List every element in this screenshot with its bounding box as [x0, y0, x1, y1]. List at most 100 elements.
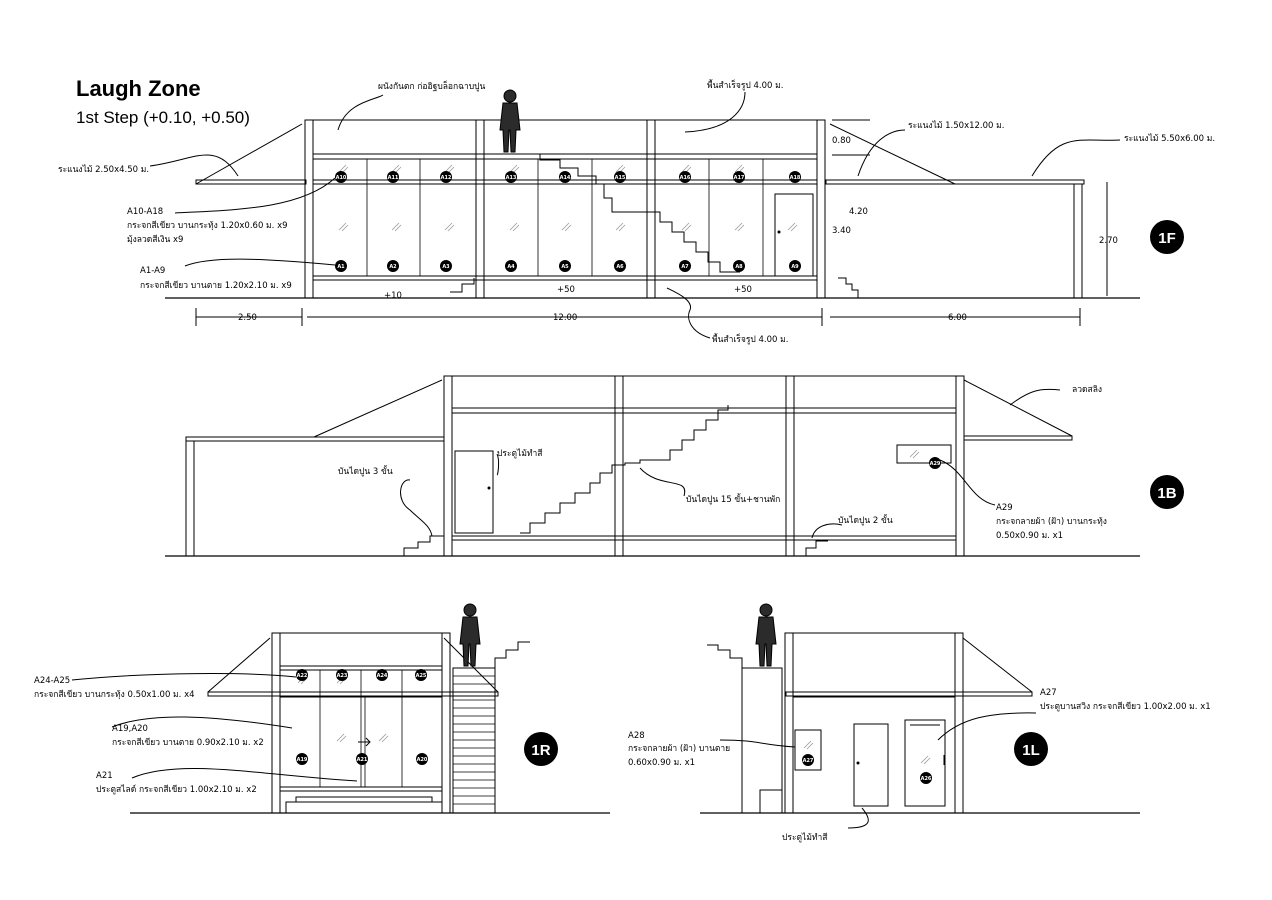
window-tag: A17 — [733, 171, 745, 183]
svg-text:A10: A10 — [336, 175, 347, 181]
window-tag: A2 — [387, 260, 399, 272]
svg-text:A11: A11 — [388, 175, 399, 181]
window-tag: A19 — [296, 753, 308, 765]
svg-text:A19: A19 — [297, 757, 308, 763]
svg-text:A7: A7 — [681, 264, 689, 270]
level-3: +50 — [734, 285, 752, 295]
svg-text:A29: A29 — [930, 461, 941, 467]
svg-text:A9: A9 — [791, 264, 799, 270]
note-floor-bottom: พื้นสำเร็จรูป 4.00 ม. — [712, 333, 788, 345]
svg-text:A21: A21 — [357, 757, 368, 763]
dim-h-420: 4.20 — [849, 207, 868, 217]
svg-text:A25: A25 — [416, 673, 427, 679]
note-a27-code: A27 — [1040, 688, 1057, 698]
svg-text:A23: A23 — [337, 673, 348, 679]
note-stair15: บันไดปูน 15 ขั้น+ชานพัก — [686, 493, 780, 505]
note-sling: ลวดสลิง — [1072, 385, 1102, 395]
svg-text:A6: A6 — [616, 264, 624, 270]
note-a21-line1: ประตูสไลด์ กระจกสีเขียว 1.00x2.10 ม. x2 — [96, 784, 257, 795]
window-tag: A24 — [376, 669, 388, 681]
svg-text:A4: A4 — [507, 264, 515, 270]
elevation-1L — [700, 603, 1140, 829]
window-tag: A18 — [789, 171, 801, 183]
window-tag: A4 — [505, 260, 517, 272]
window-tag: A12 — [440, 171, 452, 183]
window-tag: A14 — [559, 171, 571, 183]
window-tag: A10 — [335, 171, 347, 183]
window-tag: A11 — [387, 171, 399, 183]
note-deck-left: ระแนงไม้ 2.50x4.50 ม. — [58, 164, 149, 175]
elevation-1R-labels: A24-A25 กระจกสีเขียว บานกระทุ้ง 0.50x1.0… — [34, 669, 558, 795]
window-tag: A26 — [920, 772, 932, 784]
view-badge-1L: 1L — [1014, 732, 1048, 766]
note-a19-line1: กระจกสีเขียว บานตาย 0.90x2.10 ม. x2 — [112, 737, 264, 748]
note-a10-line2: มุ้งลวดสีเงิน x9 — [127, 234, 183, 245]
view-badge-1B: 1B — [1150, 475, 1184, 509]
svg-text:A1: A1 — [337, 264, 345, 270]
note-a28-line1: กระจกลายผ้า (ฝ้า) บานตาย — [628, 743, 730, 754]
svg-text:A27: A27 — [803, 758, 814, 764]
note-a21-code: A21 — [96, 771, 113, 781]
window-tag: A7 — [679, 260, 691, 272]
svg-text:A26: A26 — [921, 776, 932, 782]
sheet-subtitle: 1st Step (+0.10, +0.50) — [76, 108, 250, 127]
window-tag: A23 — [336, 669, 348, 681]
svg-text:A2: A2 — [389, 264, 397, 270]
note-step3: บันไดปูน 3 ขั้น — [338, 465, 393, 477]
note-wall: ผนังกันตก ก่ออิฐบล็อกฉาบปูน — [378, 80, 486, 92]
svg-text:A3: A3 — [442, 264, 450, 270]
note-a29-line2: 0.50x0.90 ม. x1 — [996, 531, 1063, 541]
elevation-1L-labels: A28 กระจกลายผ้า (ฝ้า) บานตาย 0.60x0.90 ม… — [628, 688, 1211, 843]
svg-text:A22: A22 — [297, 673, 308, 679]
note-step2: บันไดปูน 2 ขั้น — [838, 514, 893, 526]
note-a29-code: A29 — [996, 503, 1013, 513]
note-deck-mid: ระแนงไม้ 1.50x12.00 ม. — [908, 120, 1004, 131]
note-door-1l: ประตูไม้ทำสี — [782, 832, 828, 843]
window-tag: A5 — [559, 260, 571, 272]
note-a24-line1: กระจกสีเขียว บานกระทุ้ง 0.50x1.00 ม. x4 — [34, 689, 195, 700]
svg-text:A18: A18 — [790, 175, 801, 181]
window-tag: A8 — [733, 260, 745, 272]
window-tag: A29 — [929, 457, 941, 469]
level-1: +10 — [384, 291, 402, 301]
note-a10-code: A10-A18 — [127, 207, 163, 217]
svg-text:A24: A24 — [377, 673, 388, 679]
window-tag: A27 — [802, 754, 814, 766]
svg-text:A20: A20 — [417, 757, 428, 763]
sheet-title: Laugh Zone — [76, 76, 201, 101]
note-a27-line1: ประตูบานสวิง กระจกสีเขียว 1.00x2.00 ม. x… — [1040, 701, 1211, 712]
note-a1-line1: กระจกสีเขียว บานตาย 1.20x2.10 ม. x9 — [140, 280, 292, 291]
window-tag: A16 — [679, 171, 691, 183]
level-2: +50 — [557, 285, 575, 295]
note-a19-code: A19,A20 — [112, 724, 148, 734]
window-tag: A25 — [415, 669, 427, 681]
window-tag: A15 — [614, 171, 626, 183]
svg-text:A16: A16 — [680, 175, 691, 181]
dim-width-mid: 12.00 — [553, 313, 577, 323]
note-a28-code: A28 — [628, 731, 645, 741]
window-tags-bottom: A1 A2 A3 A4 A5 A6 A7 A8 A9 — [335, 260, 801, 272]
note-floor-top: พื้นสำเร็จรูป 4.00 ม. — [707, 79, 783, 91]
window-tag: A9 — [789, 260, 801, 272]
window-tag: A21 — [356, 753, 368, 765]
svg-text:A8: A8 — [735, 264, 743, 270]
svg-text:A14: A14 — [560, 175, 571, 181]
note-a29-line1: กระจกลายผ้า (ฝ้า) บานกระทุ้ง — [996, 516, 1107, 527]
svg-text:A5: A5 — [561, 264, 569, 270]
svg-text:A13: A13 — [506, 175, 517, 181]
dim-width-left: 2.50 — [238, 313, 257, 323]
window-tag: A22 — [296, 669, 308, 681]
elevation-1F — [149, 89, 1140, 339]
note-a24-code: A24-A25 — [34, 676, 70, 686]
svg-text:A17: A17 — [734, 175, 745, 181]
svg-text:1B: 1B — [1157, 485, 1176, 502]
note-a10-line1: กระจกสีเขียว บานกระทุ้ง 1.20x0.60 ม. x9 — [127, 220, 288, 231]
note-deck-right: ระแนงไม้ 5.50x6.00 ม. — [1124, 133, 1215, 144]
elevation-1B — [165, 375, 1140, 557]
dim-h-270: 2.70 — [1099, 236, 1118, 246]
elevation-1B-labels: ลวดสลิง ประตูไม้ทำสี บันไดปูน 3 ขั้น บัน… — [338, 385, 1184, 541]
window-tag: A3 — [440, 260, 452, 272]
svg-text:A12: A12 — [441, 175, 452, 181]
